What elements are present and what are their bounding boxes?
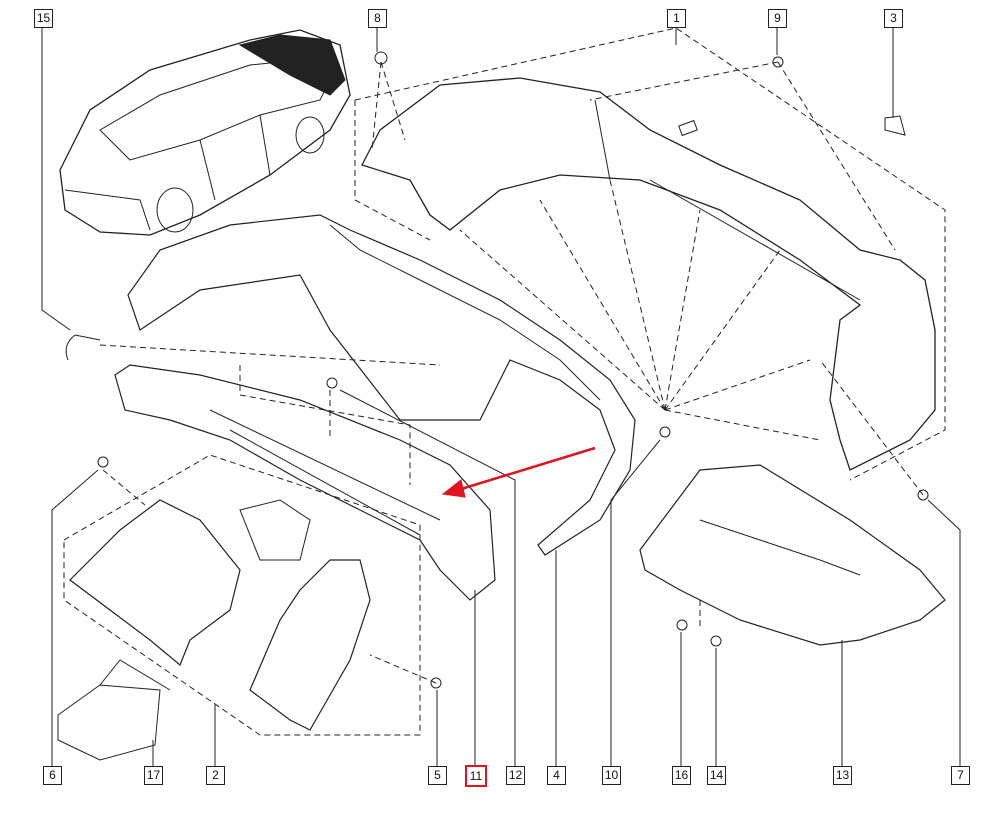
callout-17[interactable]: 17 <box>144 766 163 785</box>
callout-8[interactable]: 8 <box>368 9 387 28</box>
lower-trim-part <box>127 214 636 556</box>
highlight-arrow <box>441 446 596 498</box>
energy-absorber-part <box>114 364 496 601</box>
brackets-part <box>69 499 371 731</box>
dashed-leaders <box>63 27 946 736</box>
callout-16[interactable]: 16 <box>672 766 691 785</box>
fasteners <box>65 51 929 689</box>
callout-7[interactable]: 7 <box>951 766 970 785</box>
callout-13[interactable]: 13 <box>833 766 852 785</box>
car-illustration <box>59 29 351 236</box>
callout-1[interactable]: 1 <box>667 9 686 28</box>
callout-15[interactable]: 15 <box>34 9 53 28</box>
bumper-cover-part <box>361 77 936 471</box>
callout-10[interactable]: 10 <box>602 766 621 785</box>
callout-6[interactable]: 6 <box>43 766 62 785</box>
callout-9[interactable]: 9 <box>768 9 787 28</box>
callout-leaders <box>41 26 961 766</box>
callout-2[interactable]: 2 <box>206 766 225 785</box>
callout-3[interactable]: 3 <box>884 9 903 28</box>
clip-kit-part <box>57 659 171 761</box>
callout-14[interactable]: 14 <box>707 766 726 785</box>
callout-5[interactable]: 5 <box>428 766 447 785</box>
callout-4[interactable]: 4 <box>547 766 566 785</box>
callout-12[interactable]: 12 <box>506 766 525 785</box>
underbody-shield-part <box>639 464 946 646</box>
callout-11-highlighted[interactable]: 11 <box>465 765 487 787</box>
